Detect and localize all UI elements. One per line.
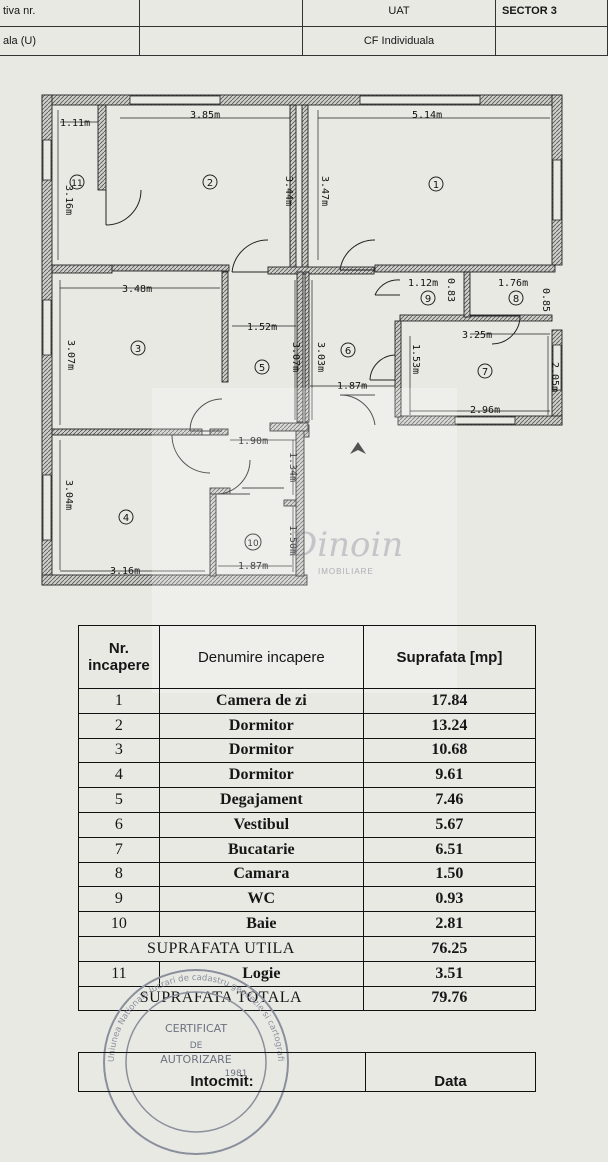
dim-label: 1.87m (238, 561, 268, 572)
utila-row: SUPRAFATA UTILA 76.25 (78, 935, 537, 962)
room-marker-6: 6 (340, 342, 356, 358)
data-label: Data (365, 1052, 536, 1092)
room-marker-3: 3 (130, 340, 146, 356)
dimension-labels: 1.11m 3.85m 5.14m 3.16m 3.44m 3.47m 3.48… (60, 110, 560, 577)
dim-label: 1.52m (247, 322, 277, 333)
header-cell-tc: UAT (302, 0, 496, 27)
dim-label: 1.34m (287, 452, 298, 482)
stamp-line2: DE (190, 1041, 203, 1051)
header-cell-bl: ala (U) (0, 25, 140, 56)
dim-label: 0.83 (445, 278, 456, 302)
dim-label: 1.50m (287, 525, 298, 555)
signature-table: Intocmit: Data (78, 1052, 536, 1092)
dim-label: 3.16m (110, 566, 140, 577)
dim-label: 1.53m (410, 344, 421, 374)
room-marker-1: 1 (428, 176, 444, 192)
svg-text:1: 1 (433, 180, 439, 191)
intocmit-label: Intocmit: (78, 1052, 366, 1092)
room-markers: 1 2 3 4 5 6 7 8 9 10 11 (69, 174, 524, 551)
svg-text:6: 6 (345, 346, 351, 357)
room-marker-11: 11 (69, 174, 85, 190)
room-marker-2: 2 (202, 174, 218, 190)
room-marker-7: 7 (477, 363, 493, 379)
doors (105, 189, 521, 495)
room-marker-4: 4 (118, 509, 134, 525)
dim-label: 3.07m (65, 340, 76, 370)
svg-text:5: 5 (259, 363, 265, 374)
dim-label: 2.05m (549, 362, 560, 392)
room-marker-8: 8 (508, 290, 524, 306)
dim-label: 3.47m (319, 176, 330, 206)
dim-label: 2.96m (470, 405, 500, 416)
svg-text:2: 2 (207, 178, 213, 189)
dim-label: 3.04m (63, 480, 74, 510)
utila-value: 76.25 (362, 935, 537, 962)
dim-label: 3.07m (290, 342, 301, 372)
dim-label: 3.48m (122, 284, 152, 295)
totala-row: SUPRAFATA TOTALA 79.76 (78, 985, 537, 1012)
header-nr: Nr. incapere (78, 625, 160, 689)
svg-text:10: 10 (247, 539, 259, 549)
header-cell-tl: tiva nr. (0, 0, 140, 27)
header-table: tiva nr. UAT SECTOR 3 ala (U) CF Individ… (0, 0, 608, 56)
stamp-line1: CERTIFICAT (165, 1022, 227, 1035)
svg-text:3: 3 (135, 344, 141, 355)
header-area: Suprafata [mp] (362, 625, 537, 689)
dim-label: 3.44m (283, 176, 294, 206)
svg-text:4: 4 (123, 513, 129, 524)
dim-label: 1.90m (238, 436, 268, 447)
room-marker-10: 10 (244, 533, 262, 551)
dim-label: 1.76m (498, 278, 528, 289)
dim-label: 3.85m (190, 110, 220, 121)
dim-label: 1.12m (408, 278, 438, 289)
dim-label: 3.25m (462, 330, 492, 341)
svg-text:7: 7 (482, 367, 488, 378)
north-arrow-icon (350, 442, 366, 454)
room-marker-9: 9 (420, 290, 436, 306)
header-cell-empty (139, 0, 303, 27)
totala-label: SUPRAFATA TOTALA (78, 985, 364, 1012)
room-marker-5: 5 (254, 359, 270, 375)
dim-label: 5.14m (412, 110, 442, 121)
header-cell-tr: SECTOR 3 (495, 0, 608, 27)
dim-label: 3.16m (63, 185, 74, 215)
dim-label: 0.85 (540, 288, 551, 312)
floor-plan: 1.11m 3.85m 5.14m 3.16m 3.44m 3.47m 3.48… (41, 94, 563, 586)
header-name: Denumire incapere (158, 625, 364, 689)
header-cell-empty-3 (495, 25, 608, 56)
table-header-row: Nr. incapere Denumire incapere Suprafata… (78, 625, 537, 689)
dim-label: 1.11m (60, 118, 90, 129)
svg-text:9: 9 (425, 294, 431, 305)
windows (42, 95, 562, 541)
header-cell-bc: CF Individuala (302, 25, 496, 56)
room-area-table: Nr. incapere Denumire incapere Suprafata… (78, 625, 537, 1012)
utila-label: SUPRAFATA UTILA (78, 935, 364, 962)
dim-label: 3.03m (315, 342, 326, 372)
header-cell-empty-2 (139, 25, 303, 56)
svg-text:8: 8 (513, 294, 519, 305)
dim-label: 1.87m (337, 381, 367, 392)
svg-text:11: 11 (71, 179, 82, 189)
dimension-lines (57, 110, 550, 572)
totala-value: 79.76 (362, 985, 537, 1012)
